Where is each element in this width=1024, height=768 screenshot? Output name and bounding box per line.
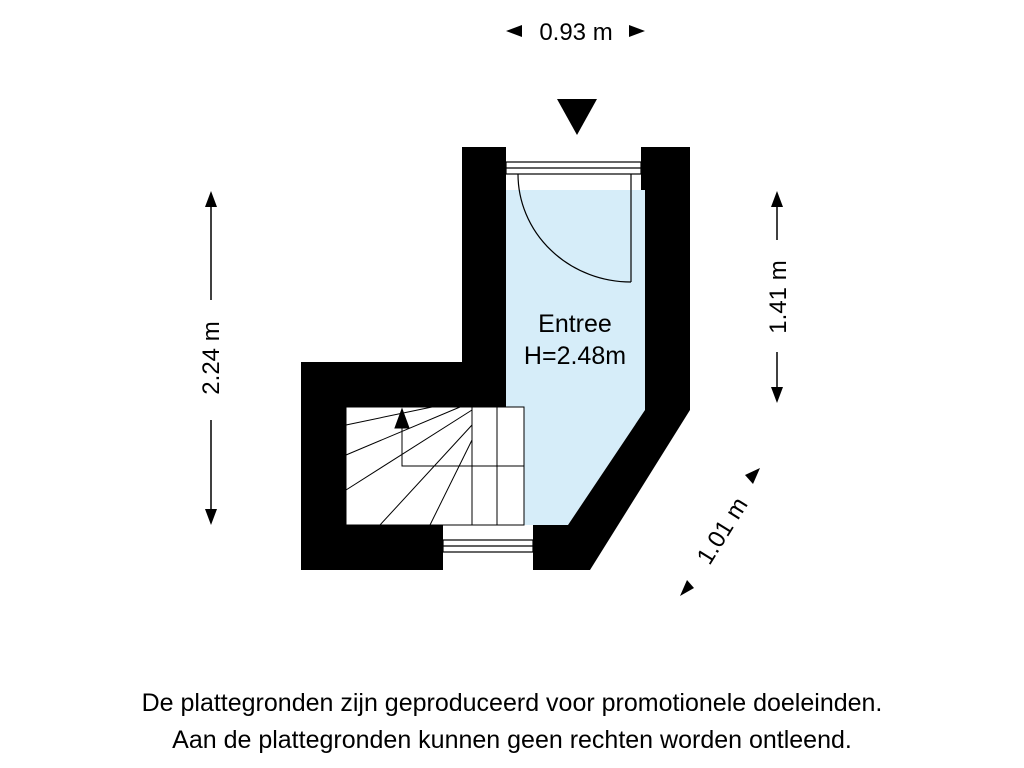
dimension-diagonal: 1.01 m [680, 468, 760, 596]
front-door-frame [505, 161, 642, 175]
walls [301, 147, 690, 570]
dimension-top-label: 0.93 m [539, 19, 612, 46]
disclaimer-line-2: Aan de plattegronden kunnen geen rechten… [172, 726, 852, 754]
dimension-right-label: 1.41 m [765, 260, 792, 333]
dimension-diagonal-label: 1.01 m [692, 493, 754, 570]
dimension-top: 0.93 m [506, 19, 645, 46]
room-height: H=2.48m [524, 342, 626, 370]
staircase [345, 406, 525, 526]
dimension-left: 2.24 m [198, 191, 225, 525]
entrance-marker-icon [557, 99, 597, 135]
arrow-right-icon [629, 25, 645, 37]
bottom-window [442, 539, 534, 553]
arrow-left-icon [506, 25, 522, 37]
door-swing [517, 173, 632, 283]
disclaimer-line-1: De plattegronden zijn geproduceerd voor … [141, 689, 883, 717]
dimension-left-label: 2.24 m [198, 321, 225, 394]
room-name: Entree [538, 310, 612, 338]
entree-floor [506, 190, 645, 525]
dimension-right: 1.41 m [765, 191, 792, 403]
